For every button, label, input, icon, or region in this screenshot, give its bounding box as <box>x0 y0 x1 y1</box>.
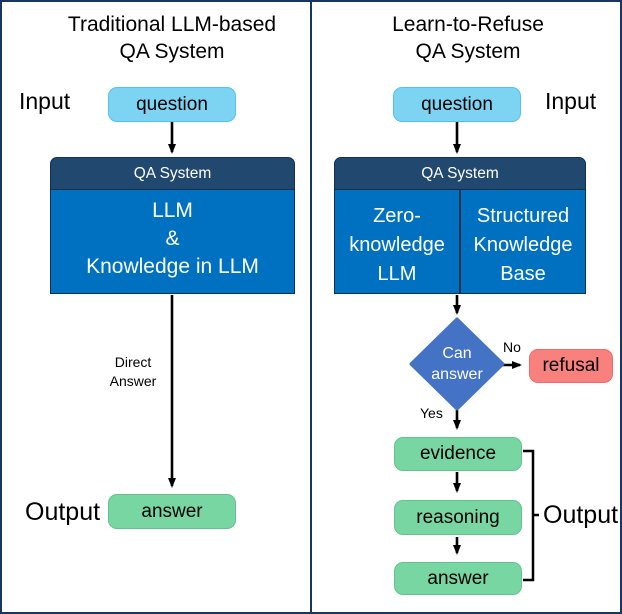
answer-node-right: answer <box>394 562 522 595</box>
question-node-left: question <box>108 87 236 122</box>
right-panel-title-line2: QA System <box>415 40 521 63</box>
decision-label-line1: Can <box>442 345 472 362</box>
panel-divider <box>310 2 312 612</box>
output-bracket <box>523 449 539 582</box>
yes-edge-label: Yes <box>420 405 443 421</box>
no-edge-label: No <box>503 339 521 355</box>
output-label-right: Output <box>543 501 619 529</box>
kb-cell-line1: Structured <box>476 205 570 227</box>
reasoning-node: reasoning <box>394 500 522 535</box>
evidence-node-label: evidence <box>419 443 497 464</box>
qa-system-body-left: LLM & Knowledge in LLM <box>50 190 295 294</box>
refusal-node: refusal <box>529 349 613 383</box>
kb-cell-line2: Knowledge <box>473 234 573 256</box>
structured-knowledge-base-cell: Structured Knowledge Base <box>459 190 585 293</box>
direct-answer-edge-label-line1: Direct <box>114 354 152 370</box>
kb-cell-line3: Base <box>500 263 546 285</box>
llm-cell-line1: Zero- <box>373 205 421 227</box>
answer-node-left-label: answer <box>141 500 203 522</box>
qa-system-header-right-label: QA System <box>421 164 499 182</box>
question-node-right: question <box>393 87 521 122</box>
answer-node-left: answer <box>108 494 236 529</box>
qa-system-header-left: QA System <box>50 157 295 190</box>
left-panel-title-line2: QA System <box>119 40 225 63</box>
decision-diamond-label: Can answer <box>417 343 497 385</box>
input-label-right: Input <box>545 88 597 114</box>
qa-body-left-line1: LLM <box>152 199 193 222</box>
reasoning-node-label: reasoning <box>416 506 500 528</box>
left-panel-title: Traditional LLM-based QA System <box>42 11 302 65</box>
output-label-left: Output <box>25 498 101 526</box>
zero-knowledge-llm-cell: Zero- knowledge LLM <box>335 190 459 293</box>
qa-system-box-left: QA System LLM & Knowledge in LLM <box>50 157 295 294</box>
qa-system-body-right: Zero- knowledge LLM Structured Knowledge… <box>334 190 586 294</box>
qa-system-header-right: QA System <box>334 157 586 190</box>
qa-system-header-left-label: QA System <box>133 164 212 182</box>
right-panel-title: Learn-to-Refuse QA System <box>338 11 598 65</box>
llm-cell-line3: LLM <box>377 263 417 285</box>
qa-body-left-line3: Knowledge in LLM <box>86 255 259 278</box>
evidence-node: evidence <box>394 437 522 471</box>
direct-answer-edge-label-line2: Answer <box>109 373 157 389</box>
input-label-left: Input <box>19 88 71 114</box>
question-node-left-label: question <box>136 93 208 115</box>
llm-cell-line2: knowledge <box>349 234 445 256</box>
qa-system-box-right: QA System Zero- knowledge LLM Structured… <box>334 157 586 294</box>
answer-node-right-label: answer <box>427 567 489 589</box>
qa-body-left-line2: & <box>165 227 180 250</box>
left-panel-title-line1: Traditional LLM-based <box>67 13 277 36</box>
direct-answer-edge-label: Direct Answer <box>97 353 169 391</box>
refusal-node-label: refusal <box>542 355 600 376</box>
decision-label-line2: answer <box>431 366 483 383</box>
question-node-right-label: question <box>421 93 493 115</box>
right-panel-title-line1: Learn-to-Refuse <box>392 13 544 36</box>
